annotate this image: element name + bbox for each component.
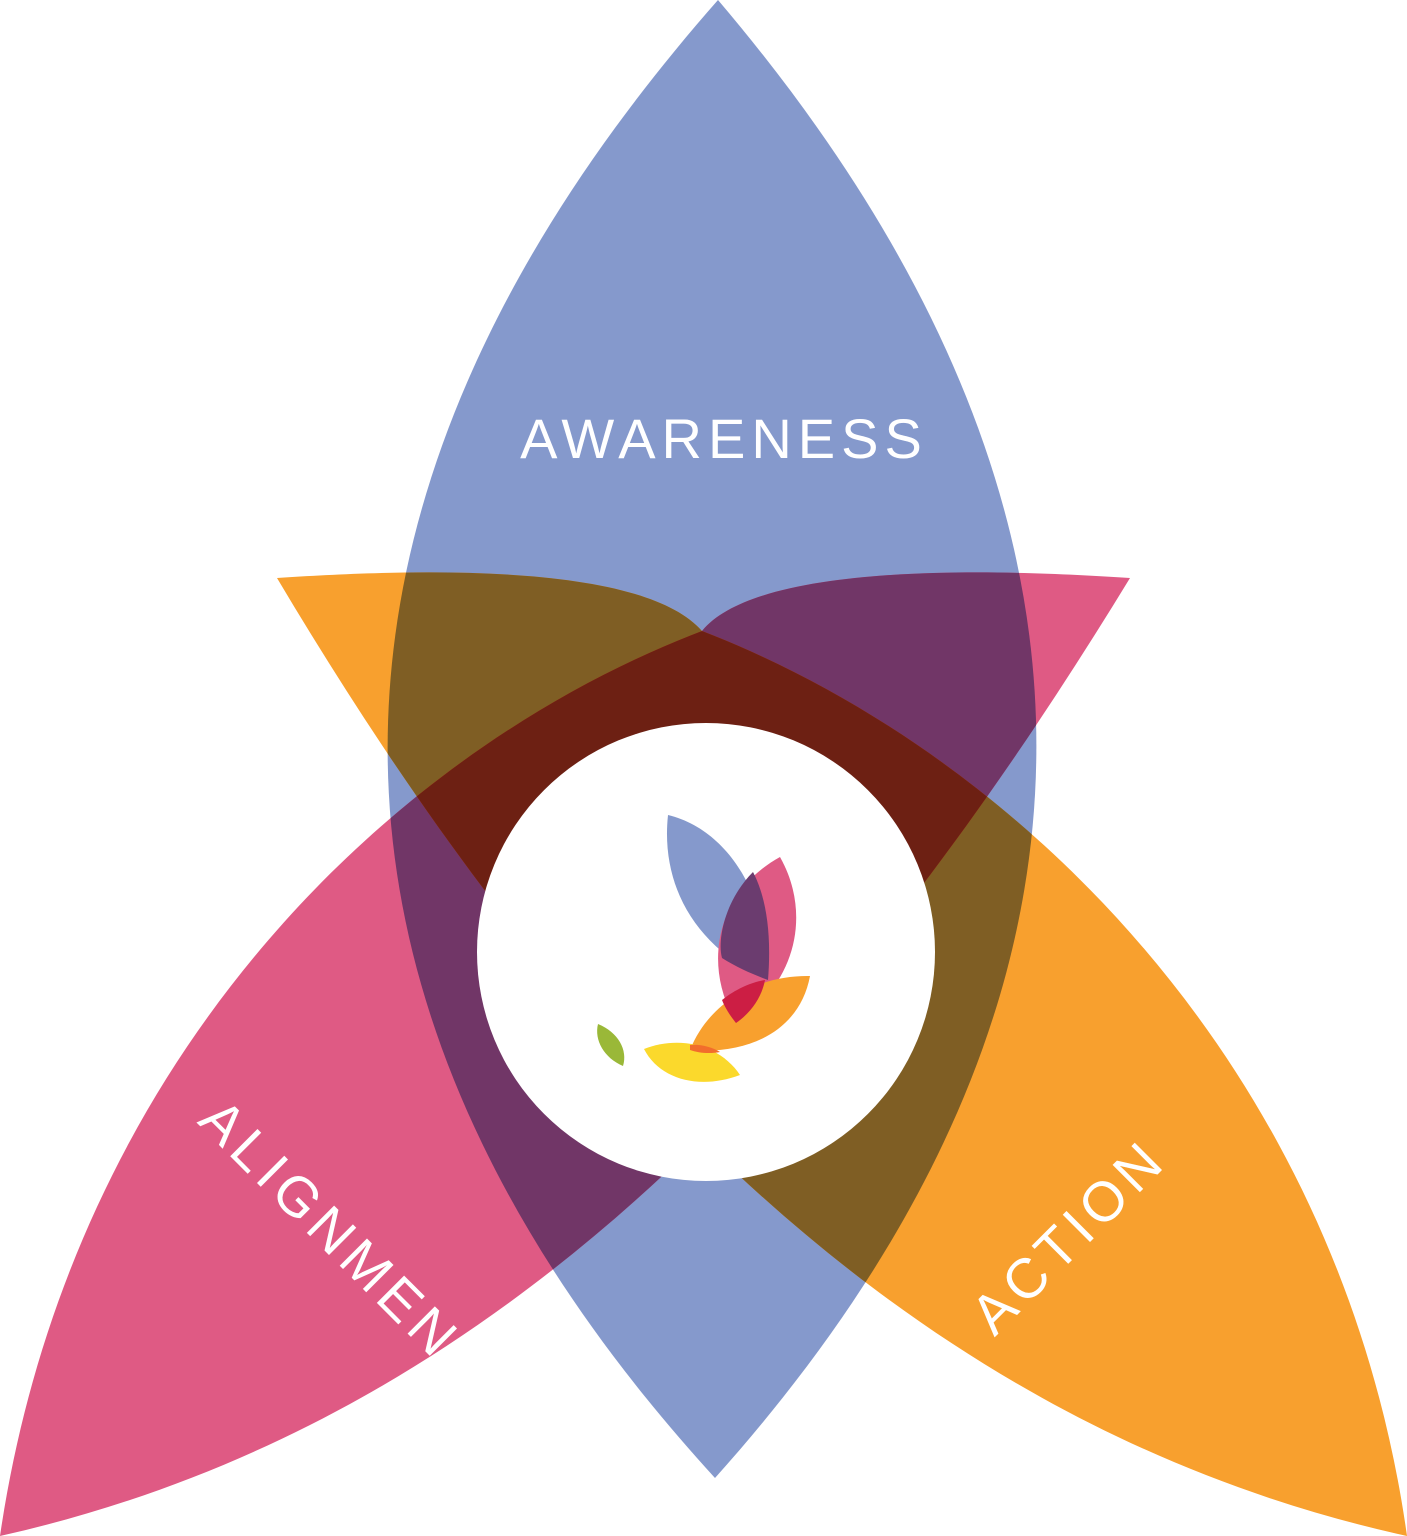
lotus-logo-icon [597,815,810,1082]
center-circle [477,723,935,1181]
awareness-label: AWARENESS [520,407,928,470]
